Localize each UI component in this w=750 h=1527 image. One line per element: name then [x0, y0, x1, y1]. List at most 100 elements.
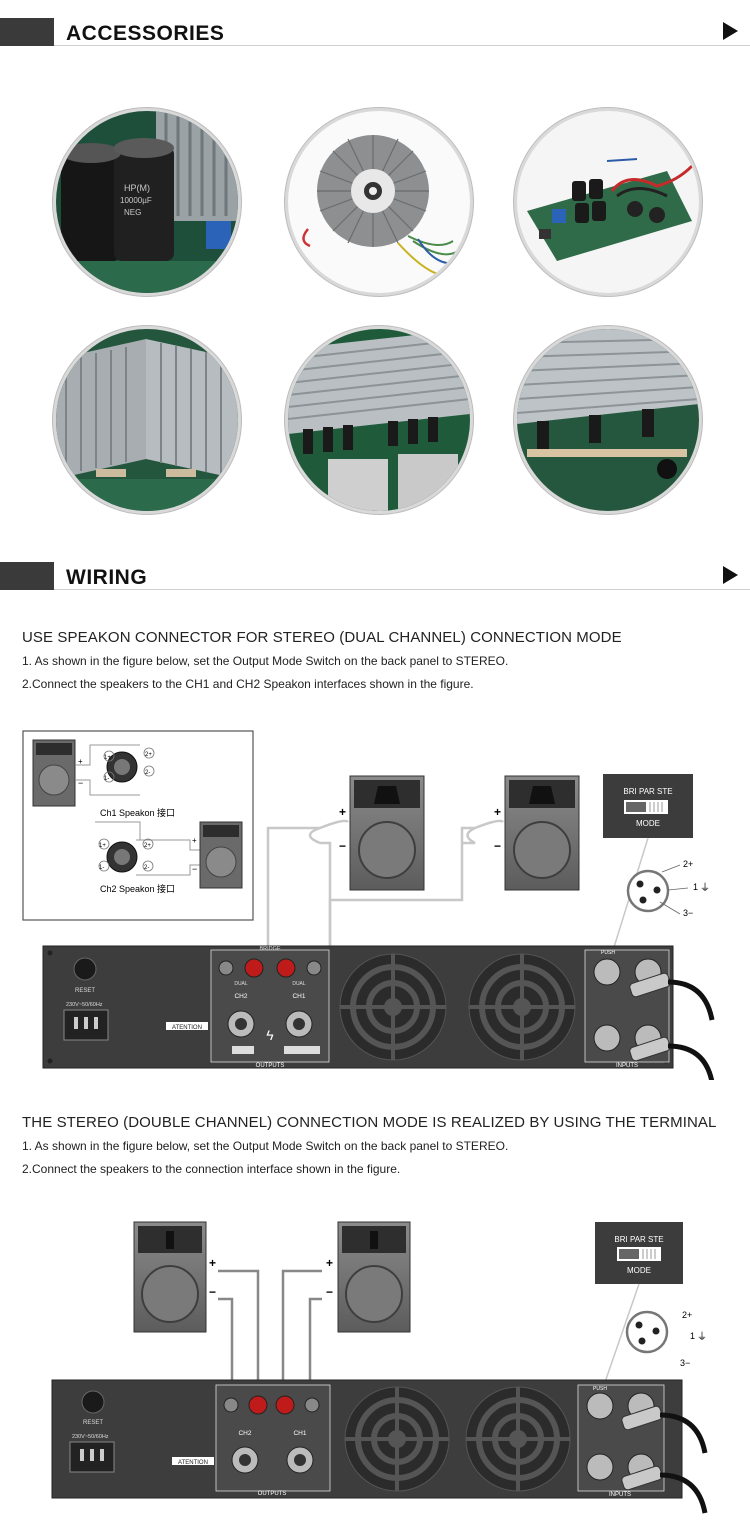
fan-right	[465, 1386, 571, 1492]
fan-left	[339, 953, 447, 1061]
header-block	[0, 562, 54, 590]
amplifier-back-panel: RESET 230V~50/60Hz ATENTION BRIDGE DUAL …	[42, 945, 674, 1069]
wiring-diagram-terminal: + − + − BRI PAR STE MODE 2+ 1 ⏚ 3− RESET…	[0, 1205, 750, 1522]
mode2-step1: 1. As shown in the figure below, set the…	[22, 1139, 509, 1153]
xlr-pin1: 1	[690, 1331, 695, 1341]
header-rule	[54, 45, 750, 46]
xlr-input-ch2[interactable]	[593, 1024, 621, 1052]
inset-speaker-1	[32, 739, 76, 807]
ground-icon: ⏚	[697, 1331, 707, 1343]
voltage-label: 230V~50/60Hz	[72, 1434, 109, 1440]
binding-post-ch1-red[interactable]	[276, 958, 296, 978]
ground-icon: ⏚	[700, 882, 710, 894]
xlr-input-ch2[interactable]	[586, 1453, 614, 1481]
high-voltage-icon: ϟ	[266, 1027, 274, 1043]
binding-post-ch2-red[interactable]	[248, 1395, 268, 1415]
reset-button[interactable]	[73, 957, 97, 981]
fan-right	[468, 953, 576, 1061]
ch1-label: CH1	[293, 1430, 306, 1437]
speaker-left	[349, 775, 425, 891]
wiring-title: WIRING	[66, 566, 148, 589]
plus-label: +	[326, 1256, 333, 1270]
plus-label: +	[78, 757, 83, 766]
mode2-heading: THE STEREO (DOUBLE CHANNEL) CONNECTION M…	[22, 1114, 717, 1131]
dual-label: DUAL	[292, 981, 306, 987]
play-arrow-icon[interactable]	[723, 22, 738, 40]
xlr-input-ch1[interactable]	[593, 958, 621, 986]
inset-speaker-2	[199, 821, 243, 889]
header-rule	[54, 589, 750, 590]
binding-post-ch1-red[interactable]	[275, 1395, 295, 1415]
photo-toroidal-transformer	[285, 108, 473, 296]
photo-capacitors: HP(M) 10000µF NEG	[53, 108, 241, 296]
plus-label: +	[339, 805, 346, 819]
accessories-title: ACCESSORIES	[66, 22, 225, 45]
photo-heatsink-board-3	[514, 326, 702, 514]
minus-label: −	[209, 1285, 216, 1299]
pin-1minus-2: 1-	[99, 865, 104, 871]
xlr-pin2: 2+	[683, 859, 693, 869]
accessories-header: ACCESSORIES	[0, 18, 750, 58]
mode-label: MODE	[636, 819, 660, 828]
dual-label: DUAL	[234, 981, 248, 987]
pin-1plus: 1+	[104, 755, 111, 761]
binding-post-ch2-red[interactable]	[244, 958, 264, 978]
ch2-label: CH2	[234, 993, 247, 1000]
xlr-input-cables	[629, 972, 715, 1083]
ch1-label: CH1	[292, 993, 305, 1000]
outputs-label: OUTPUTS	[258, 1491, 287, 1497]
speaker-left	[133, 1221, 207, 1333]
xlr-pinout	[625, 1310, 669, 1354]
minus-label: −	[326, 1285, 333, 1299]
fan-left	[344, 1386, 450, 1492]
mode1-step1: 1. As shown in the figure below, set the…	[22, 654, 509, 668]
mode-label: MODE	[627, 1266, 651, 1275]
mode1-heading: USE SPEAKON CONNECTOR FOR STEREO (DUAL C…	[22, 629, 622, 646]
pin-2plus: 2+	[145, 752, 152, 758]
reset-label: RESET	[83, 1420, 103, 1426]
cap-label-3: NEG	[124, 208, 141, 217]
reset-button[interactable]	[81, 1390, 105, 1414]
wiring-diagram-speakon: + − 1+ 1- 2+ 2- Ch1 Speakon 接口 1+ 1- 2+ …	[0, 720, 750, 1083]
mode-switch-labels: BRI PAR STE	[614, 1235, 663, 1244]
play-arrow-icon[interactable]	[723, 566, 738, 584]
reset-label: RESET	[75, 988, 95, 994]
xlr-pin1: 1	[693, 882, 698, 892]
pin-2minus-2: 2-	[144, 865, 149, 871]
pin-2plus-2: 2+	[144, 843, 151, 849]
inset-ch2-label: Ch2 Speakon 接口	[100, 883, 175, 894]
speaker-right	[337, 1221, 411, 1333]
amplifier-back-panel: RESET 230V~50/60Hz ATENTION CH2 CH1 OUTP…	[51, 1379, 683, 1499]
voltage-label: 230V~50/60Hz	[66, 1002, 103, 1008]
speaker-right	[504, 775, 580, 891]
push-label: PUSH	[601, 950, 615, 956]
inputs-label: INPUTS	[609, 1492, 631, 1498]
xlr-pinout	[626, 869, 670, 913]
pin-1plus-2: 1+	[99, 843, 106, 849]
plus-label: +	[494, 805, 501, 819]
cap-label-1: HP(M)	[124, 183, 150, 193]
minus-label: −	[339, 839, 346, 853]
speaker-cables	[266, 819, 504, 960]
mode2-step2: 2.Connect the speakers to the connection…	[22, 1162, 401, 1176]
wiring-header: WIRING	[0, 562, 750, 602]
outputs-label: OUTPUTS	[256, 1063, 285, 1069]
photo-heatsink-board-1	[53, 326, 241, 514]
minus-label: −	[494, 839, 501, 853]
terminal-cables	[218, 1269, 322, 1405]
mode-switch-labels: BRI PAR STE	[623, 787, 672, 796]
header-block	[0, 18, 54, 46]
pin-1minus: 1-	[104, 776, 109, 782]
push-label: PUSH	[593, 1386, 607, 1392]
minus-label: −	[78, 778, 83, 788]
xlr-input-ch1[interactable]	[586, 1392, 614, 1420]
xlr-input-cables	[621, 1405, 708, 1514]
plus-label: +	[192, 836, 197, 845]
inset-ch1-label: Ch1 Speakon 接口	[100, 807, 175, 818]
photo-power-supply-board	[514, 108, 702, 296]
attention-label: ATENTION	[172, 1025, 202, 1031]
cap-label-2: 10000µF	[120, 196, 152, 205]
minus-label: −	[192, 864, 197, 874]
xlr-pin2: 2+	[682, 1310, 692, 1320]
xlr-pin3: 3−	[683, 908, 693, 918]
